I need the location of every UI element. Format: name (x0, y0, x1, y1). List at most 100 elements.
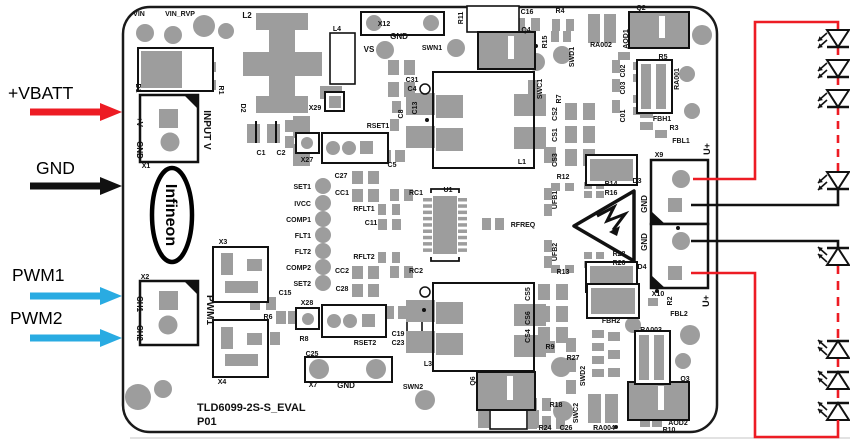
led-ray-head (818, 247, 823, 252)
power-block-l1-tab (514, 94, 546, 116)
silkscreen-label-c19: C19 (392, 331, 405, 338)
silkscreen-label-x3: X3 (219, 239, 228, 246)
ic-u1-pin (423, 198, 432, 202)
component-pad (612, 100, 620, 113)
component-pad (566, 380, 576, 394)
silkscreen-label-r26: R26 (613, 260, 626, 267)
silkscreen-label-rc1: RC1 (409, 190, 423, 197)
mounting-hole (680, 325, 700, 345)
silkscreen-label-swn1: SWN1 (422, 45, 442, 52)
led-ray-head (818, 402, 823, 407)
silkscreen-label-rset2: RSET2 (354, 340, 377, 347)
component-pad (352, 171, 363, 184)
connector-pin (366, 15, 382, 31)
silkscreen-label-gnd: GND (640, 195, 649, 213)
mounting-hole (679, 66, 695, 82)
cap-mark (275, 121, 277, 143)
ic-u1-pin (458, 248, 467, 252)
silkscreen-label-x2: X2 (141, 274, 150, 281)
led-ray-head (818, 378, 823, 383)
ic-u1-body (433, 196, 457, 254)
silkscreen-label-ch1: CH1 (135, 296, 144, 313)
gnd-arrow-head (100, 177, 122, 195)
component-x3-pad (221, 253, 233, 275)
pin1-dot (655, 289, 659, 293)
silkscreen-label-rflt2: RFLT2 (353, 254, 374, 261)
silkscreen-label-cs1: CS1 (552, 128, 559, 142)
connector-pin (160, 132, 180, 152)
silkscreen-label-c11: C11 (365, 220, 378, 227)
silkscreen-label-c26: C26 (560, 425, 573, 432)
test-point (315, 195, 331, 211)
silkscreen-label-x9: X9 (655, 152, 664, 159)
pwm2-arrow-head (100, 329, 122, 347)
power-block-l3-pad (436, 333, 463, 355)
component-pad (542, 398, 551, 411)
silkscreen-label-cs3: CS3 (552, 153, 559, 167)
component-below-q6 (489, 407, 528, 430)
silkscreen-label-x27: X27 (301, 157, 314, 164)
inductor-l2-body (269, 30, 295, 52)
component-pad (652, 419, 662, 427)
component-x4-pad (221, 327, 233, 349)
component-pad (478, 410, 489, 428)
wire-bottom-return-red (691, 271, 840, 439)
inductor-l2-body (243, 52, 322, 76)
trimmer-dot (326, 141, 340, 155)
component-pad (368, 266, 379, 279)
component-pad (551, 183, 560, 191)
component-pad (368, 284, 379, 297)
component-pad (288, 311, 298, 324)
component-pad (266, 297, 276, 310)
silkscreen-label-comp2: COMP2 (286, 265, 311, 272)
silkscreen-label-set1: SET1 (293, 184, 311, 191)
silkscreen-label-u1: U1 (444, 187, 453, 194)
vbatt-arrow-head (100, 103, 122, 121)
pin1-dot (534, 44, 538, 48)
silkscreen-label-ra003: RA003 (640, 327, 662, 334)
silkscreen-label-x12: X12 (378, 21, 391, 28)
silkscreen-label-r16: R16 (605, 190, 618, 197)
mounting-hole (447, 39, 465, 57)
component-pad (378, 252, 386, 263)
ic-u1-pin (423, 216, 432, 221)
component-pad (482, 218, 491, 230)
connector-pin-square (159, 109, 178, 128)
diode-d3-body (590, 159, 633, 181)
component-pad (276, 311, 286, 324)
ic-u1-pin (458, 198, 467, 202)
silkscreen-label-l2: L2 (242, 11, 252, 20)
silkscreen-label-c16: C16 (521, 9, 534, 16)
component-pad (605, 394, 618, 423)
component-pad (392, 252, 400, 263)
led-triangle (825, 339, 850, 359)
power-block-l1-pad (436, 95, 463, 118)
silkscreen-label-c25: C25 (306, 351, 319, 358)
test-point (315, 211, 331, 227)
component-pad (538, 284, 550, 300)
silkscreen-label-vs: VS (364, 45, 375, 54)
led-ray-head (818, 43, 823, 48)
silkscreen-label-r12: R12 (557, 174, 570, 181)
component-pad (528, 410, 539, 428)
mounting-hole (675, 353, 691, 369)
trimmer-dot (327, 314, 341, 328)
component-pad (398, 306, 408, 319)
connector-pin (309, 359, 329, 379)
pwm1-arrow-head (100, 287, 122, 305)
trimmer-square (360, 141, 373, 154)
component-pad (285, 120, 294, 132)
component-pad (551, 265, 560, 273)
silkscreen-label-pwm1: PWM1 (204, 295, 215, 325)
component-pad (588, 394, 601, 423)
silkscreen-label-x1: X1 (142, 163, 151, 170)
component-x4-pad (247, 333, 262, 345)
test-point (315, 227, 331, 243)
component-pad (404, 266, 413, 278)
ic-u1-pin (458, 229, 467, 233)
ic-u1-pin (458, 235, 467, 240)
led-triangle (825, 246, 850, 266)
silkscreen-label-input-v: INPUT V (201, 110, 212, 150)
mounting-hole (415, 390, 435, 410)
component-pad (352, 284, 363, 297)
